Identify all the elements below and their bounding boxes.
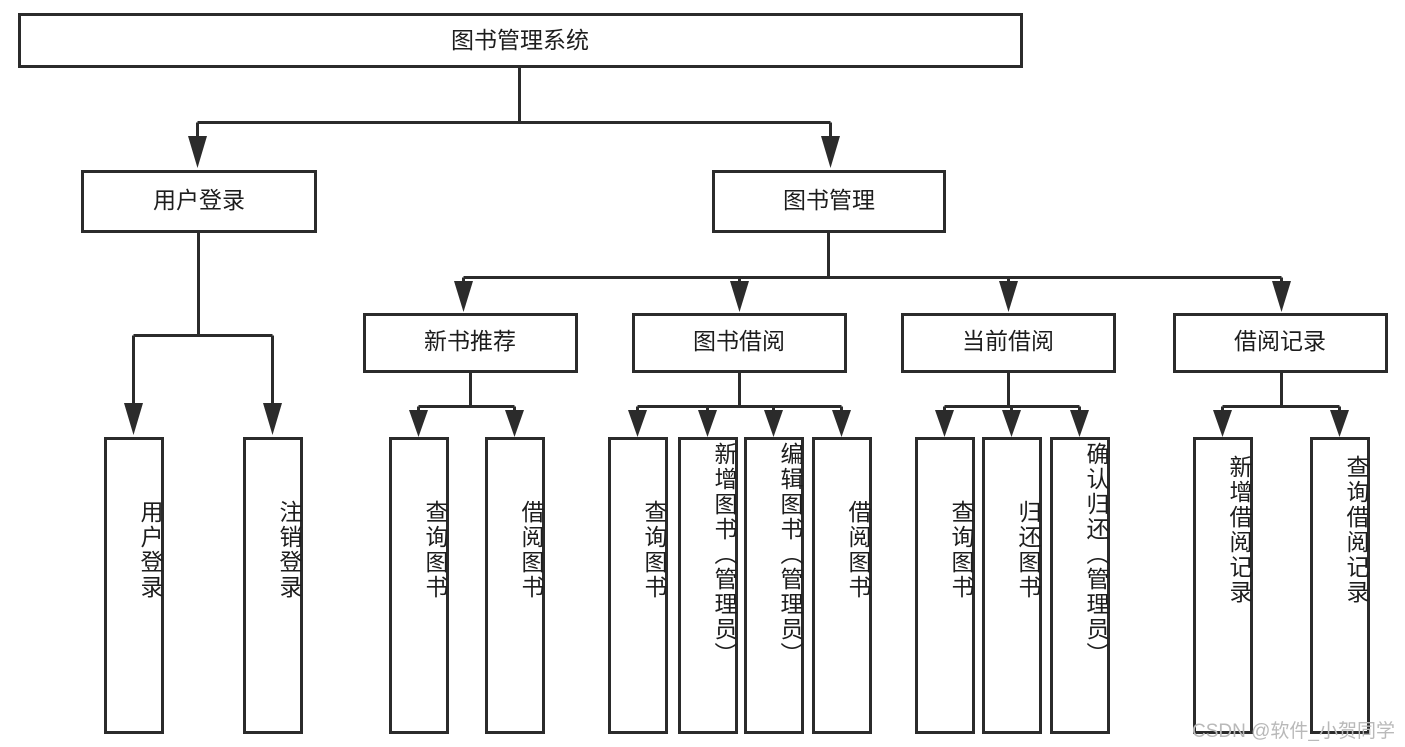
connector-new-book-recommend-to-leaves [409,373,524,437]
node-user-login[interactable]: 用户登录 [81,170,317,233]
leaf-box-user-login[interactable] [104,437,164,734]
arrow-head-leaf-add-book [698,410,717,437]
node-current-borrow-box[interactable] [901,313,1116,373]
arrow-head-leaf-query-book-3 [935,410,954,437]
connector-book-manage-to-level3 [454,233,1291,312]
leaf-box-query-book-3[interactable] [915,437,975,734]
arrow-head-leaf-query-book-1 [409,410,428,437]
leaf-box-confirm-return[interactable] [1050,437,1110,734]
arrow-head-book-borrow [730,281,749,312]
node-user-login-box[interactable] [81,170,317,233]
connector-root-to-level2 [188,67,840,168]
node-borrow-record-box[interactable] [1173,313,1388,373]
arrow-head-borrow-record [1272,281,1291,312]
connector-user-login-to-leaves [124,233,282,435]
leaf-box-borrow-book-2[interactable] [812,437,872,734]
leaf-box-query-book-1[interactable] [389,437,449,734]
connector-current-borrow-to-leaves [935,373,1089,437]
node-book-manage-label: 图书管理 [783,187,875,213]
connector-book-borrow-to-leaves [628,373,851,437]
arrow-head-leaf-borrow-book-1 [505,410,524,437]
arrow-head-leaf-query-book-2 [628,410,647,437]
connector-borrow-record-to-leaves [1213,373,1349,437]
arrow-head-leaf-user-login [124,403,143,435]
node-root-box[interactable] [18,13,1023,68]
node-book-borrow[interactable]: 图书借阅 [632,313,847,373]
leaf-box-query-book-2[interactable] [608,437,668,734]
leaf-box-add-book[interactable] [678,437,738,734]
arrow-head-leaf-query-record [1330,410,1349,437]
node-root[interactable]: 图书管理系统 [18,13,1023,68]
node-current-borrow[interactable]: 当前借阅 [901,313,1116,373]
node-book-borrow-label: 图书借阅 [693,328,785,354]
leaf-box-add-record[interactable] [1193,437,1253,734]
node-book-manage[interactable]: 图书管理 [712,170,946,233]
arrow-head-user-login [188,136,207,168]
node-book-borrow-box[interactable] [632,313,847,373]
leaf-box-query-record[interactable] [1310,437,1370,734]
arrow-head-current-borrow [999,281,1018,312]
arrow-head-leaf-edit-book [764,410,783,437]
arrow-head-leaf-return-book [1002,410,1021,437]
leaf-box-logout-login[interactable] [243,437,303,734]
leaf-boxes [104,437,1370,734]
node-root-label: 图书管理系统 [451,27,589,53]
node-user-login-label: 用户登录 [153,187,245,213]
arrow-head-book-manage [821,136,840,168]
arrow-head-leaf-add-record [1213,410,1232,437]
node-borrow-record[interactable]: 借阅记录 [1173,313,1388,373]
leaf-box-edit-book[interactable] [744,437,804,734]
leaf-box-return-book[interactable] [982,437,1042,734]
arrow-head-leaf-logout-login [263,403,282,435]
arrow-head-new-book-recommend [454,281,473,312]
node-new-book-recommend[interactable]: 新书推荐 [363,313,578,373]
csdn-watermark: CSDN @软件_小贺同学 [1192,721,1395,742]
node-new-book-recommend-label: 新书推荐 [424,328,516,354]
arrow-head-leaf-confirm-return [1070,410,1089,437]
node-book-manage-box[interactable] [712,170,946,233]
node-new-book-recommend-box[interactable] [363,313,578,373]
node-current-borrow-label: 当前借阅 [962,328,1054,354]
leaf-box-borrow-book-1[interactable] [485,437,545,734]
arrow-head-leaf-borrow-book-2 [832,410,851,437]
node-borrow-record-label: 借阅记录 [1234,328,1326,354]
